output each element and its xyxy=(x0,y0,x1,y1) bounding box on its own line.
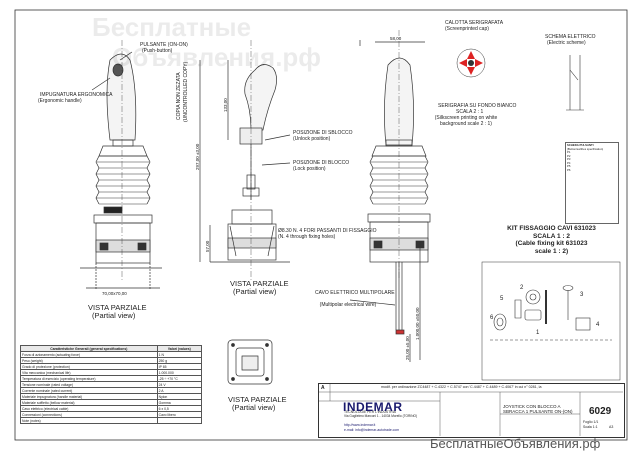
label-serigrafia-scale: SCALA 2 : 1 xyxy=(456,109,484,115)
label-serigrafia-en: (Silkscreen printing on white background… xyxy=(434,115,498,127)
button-spec-box: SCHEDA PULSANTI (Button/swithes specific… xyxy=(565,142,619,224)
label-fori: Ø8.30 N. 4 FORI PASSANTI DI FISSAGGIO xyxy=(278,228,377,234)
caption-view2: VISTA PARZIALE xyxy=(230,279,289,288)
label-pulsante: PULSANTE (ON-ON) xyxy=(140,42,188,48)
label-calotta: CALOTTA SERIGRAFATA xyxy=(445,20,504,26)
title-block: A modif. per ordinazione ZC4487 + C.4322… xyxy=(318,383,625,438)
electric-scheme xyxy=(566,55,584,111)
label-copia-en: (UNCONTROLLED COPY) xyxy=(183,61,189,122)
button-spec-line: P1 xyxy=(567,150,571,154)
kit-line4: scale 1 : 2) xyxy=(534,247,569,255)
kit-marker: 1 xyxy=(536,330,540,336)
label-posizione-blocco-en: (Lock position) xyxy=(293,166,326,172)
button-spec-line: P6 xyxy=(567,167,571,172)
caption-view1: VISTA PARZIALE xyxy=(88,303,147,312)
title-block-email: e-mail: info@indemar-autotrade.com xyxy=(344,428,400,432)
dim-25: 25,00 ±5,00 xyxy=(405,336,410,360)
joystick-side-view xyxy=(199,40,291,280)
button-spec-subtitle: (Button/swithes specification) xyxy=(567,146,604,151)
title-block-revision: A xyxy=(321,385,325,391)
title-block-lines xyxy=(318,383,623,436)
spec-cell: Note (notes) xyxy=(20,417,158,424)
label-serigrafia: SERIGRAFIA SU FONDO BIANCO xyxy=(438,103,517,109)
cable-fixing-kit xyxy=(481,261,621,381)
title-block-format: A3 xyxy=(609,425,614,429)
label-pulsante-en: (Push-button) xyxy=(142,48,173,54)
label-schema-en: (Electric scheme) xyxy=(547,40,586,46)
dim-58: 58,00 xyxy=(390,36,402,41)
title-block-sheet: Foglio 1/1 xyxy=(583,420,599,424)
kit-line3: (Cable fixing kit 631023 xyxy=(515,240,588,247)
label-posizione-sblocco: POSIZIONE DI SBLOCCO xyxy=(293,130,353,136)
silkscreen-symbol xyxy=(456,48,486,78)
caption-view1-en: (Partial view) xyxy=(92,311,136,320)
kit-marker: 6 xyxy=(490,315,494,321)
watermark-line1: Бесплатные xyxy=(92,12,252,42)
label-cavo-en: (Multipolar electrical wire) xyxy=(319,302,377,308)
joystick-rear-view xyxy=(349,30,431,362)
table-row: Note (notes) xyxy=(20,417,203,424)
label-copia: COPIA NON ZEZATA xyxy=(176,72,182,120)
kit-marker: 2 xyxy=(520,285,524,291)
mounting-plate-view xyxy=(227,339,273,385)
kit-marker: 5 xyxy=(500,296,504,302)
label-cavo: CAVO ELETTRICO MULTIPOLARE xyxy=(315,290,395,296)
label-impugnatura: IMPUGNATURA ERGONOMICA xyxy=(40,92,113,98)
label-calotta-en: (Screenprinted cap) xyxy=(445,26,489,32)
title-block-company-sub: TECNOLOGIE PER L'INDUSTRIA xyxy=(344,410,396,414)
button-spec-line: P2 xyxy=(567,153,571,158)
title-block-code: 6029 xyxy=(589,406,612,417)
kit-line2: SCALA 1 : 2 xyxy=(533,232,570,240)
watermark-footer: БесплатныеОбъявления.рф xyxy=(430,436,601,451)
company-logo: INDEMAR xyxy=(343,400,403,414)
dim-133: 133,00 xyxy=(223,98,228,112)
title-block-description: JOYSTICK CON BLOCCO A SBRACCA 1 PULSANTE… xyxy=(503,404,573,414)
watermark-line2: Объявления.рф xyxy=(112,42,322,72)
button-spec-title: SCHEDA PULSANTI xyxy=(567,143,594,147)
drawing-frame xyxy=(14,9,628,441)
spec-cell xyxy=(156,417,203,424)
label-fori-en: (N. 4 through fixing holes) xyxy=(278,234,336,240)
joystick-front-view xyxy=(80,40,162,290)
dim-1000: 1.000,00 ±50,00 xyxy=(415,307,420,341)
button-spec-line: P3 xyxy=(567,157,571,161)
dim-297: 297,00 ±3,00 xyxy=(195,143,200,170)
title-block-url: http://www.indemar.it xyxy=(344,423,376,427)
dim-57: 57,00 xyxy=(205,240,210,252)
kit-title: KIT FISSAGGIO CAVI 631023 SCALA 1 : 2 (C… xyxy=(480,225,623,255)
spec-table: Caratteristiche Generali (general specif… xyxy=(20,345,203,424)
kit-marker: 4 xyxy=(596,322,600,328)
kit-line1: KIT FISSAGGIO CAVI 631023 xyxy=(507,225,596,232)
caption-view2-en: (Partial view) xyxy=(233,287,277,296)
kit-marker: 3 xyxy=(580,292,584,298)
title-block-scale: Scala 1:1 xyxy=(583,425,598,429)
button-spec-line: P5 xyxy=(567,164,571,168)
title-block-address: Via Guglielmo Marconi 1 - 14034 Morello … xyxy=(344,414,418,418)
dim-70: 70,00x70,00 xyxy=(102,291,127,296)
label-posizione-sblocco-en: (Unlock position) xyxy=(293,136,331,142)
label-posizione-blocco: POSIZIONE DI BLOCCO xyxy=(293,160,350,166)
title-block-modification: modif. per ordinazione ZC4487 + C.4322 +… xyxy=(381,385,542,389)
label-schema: SCHEMA ELETTRICO xyxy=(545,34,596,40)
button-spec-line: P4 xyxy=(567,160,571,165)
label-impugnatura-en: (Ergonomic handle) xyxy=(38,98,82,104)
caption-view3-en: (Partial view) xyxy=(232,403,276,412)
caption-view3: VISTA PARZIALE xyxy=(228,395,287,404)
